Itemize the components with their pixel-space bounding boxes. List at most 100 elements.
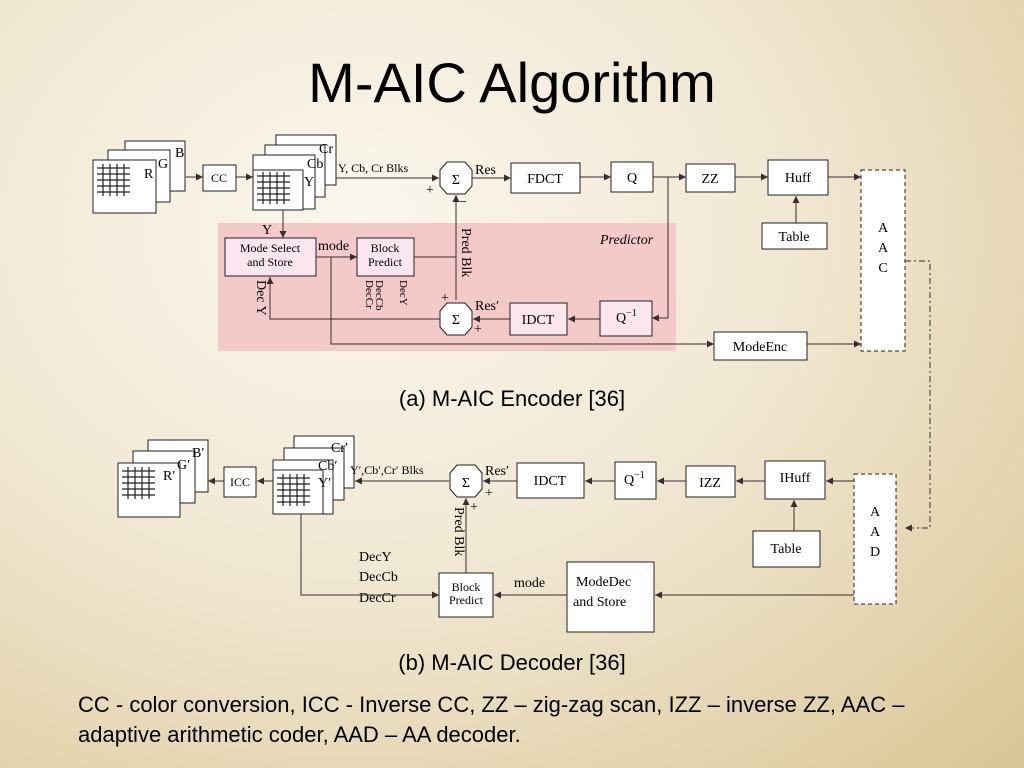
idct-label-enc: IDCT: [522, 313, 555, 328]
ycc-cb-label: Cb: [307, 157, 323, 172]
aad-letter-1: A: [870, 505, 881, 520]
input-g-label: G: [158, 157, 168, 172]
ycc-y-prime-label: Y′: [318, 476, 331, 491]
plus-sign-lower-top: +: [441, 291, 449, 306]
block-predict-line2-dec: Predict: [449, 593, 484, 607]
res-prime-label-enc: Res′: [475, 299, 499, 314]
encoder-caption: (a) M-AIC Encoder [36]: [398, 386, 626, 411]
slide-title: M-AIC Algorithm: [308, 51, 716, 114]
ycbcr-output-stack: [272, 435, 355, 515]
res-prime-label-dec: Res′: [485, 464, 509, 479]
dec-cr-label-enc: DecCr: [363, 280, 375, 309]
dec-cb-label-dec: DecCb: [359, 570, 398, 585]
aac-letter-1: A: [878, 221, 889, 236]
dec-cb-label-enc: DecCb: [373, 280, 385, 311]
q-label: Q: [627, 171, 637, 186]
huff-box: [767, 159, 829, 196]
pred-blk-label-enc: Pred Blk: [458, 228, 473, 277]
plus-sign-dec-bottom: +: [470, 500, 478, 515]
mode-select-box: [224, 237, 317, 277]
table-box-dec: [752, 530, 821, 568]
dec-y2-label-enc: DecY: [397, 280, 409, 306]
aac-box: [860, 169, 906, 352]
mode-dec-line2: and Store: [573, 595, 626, 610]
mode-label-enc: mode: [318, 239, 349, 254]
idct-box-dec: [516, 462, 585, 499]
idct-label-dec: IDCT: [534, 474, 567, 489]
aac-letter-3: C: [878, 261, 887, 276]
encoder-diagram: Predictor R G B CC: [92, 134, 931, 532]
block-predict-box-dec: [438, 572, 494, 618]
table-label-enc: Table: [779, 230, 810, 245]
sum-symbol: Σ: [452, 173, 460, 188]
block-predict-line1-dec: Block: [452, 580, 481, 594]
output-r-label: R′: [163, 469, 175, 484]
mode-enc-box: [713, 331, 808, 361]
icc-box: [223, 466, 257, 498]
block-predict-line2-enc: Predict: [368, 255, 403, 269]
blocks-label: Y, Cb, Cr Blks: [338, 161, 408, 175]
table-label-dec: Table: [771, 542, 802, 557]
bitstream-link: [905, 260, 931, 532]
ycc-y-label: Y: [304, 175, 314, 190]
rgb-input-stack: [92, 140, 186, 214]
fdct-label: FDCT: [527, 172, 563, 187]
qinv-box-dec: [614, 461, 657, 500]
dec-y-label-enc: Dec Y: [253, 280, 268, 316]
icc-label: ICC: [230, 475, 250, 489]
q-box: [610, 161, 654, 193]
blocks-label-dec: Y′,Cb′,Cr′ Blks: [350, 463, 424, 477]
ycc-cr-prime-label: Cr′: [331, 441, 348, 456]
abbreviation-footnote: CC - color conversion, ICC - Inverse CC,…: [78, 692, 905, 747]
table-box-enc: [761, 222, 828, 250]
zz-box: [685, 163, 736, 193]
plus-sign-dec-right: +: [485, 486, 493, 501]
decoder-diagram: R′ G′ B′ ICC Y′ Cb′ Cr′ Y′,Cb′,Cr′ Blks: [117, 435, 897, 633]
rgb-output-stack: [117, 439, 209, 518]
izz-label: IZZ: [699, 476, 721, 491]
input-b-label: B: [175, 146, 184, 161]
qinv-label-dec: Q−1: [624, 470, 645, 488]
y-down-label: Y: [262, 223, 272, 238]
fdct-box: [510, 162, 581, 194]
aad-letter-2: A: [870, 525, 881, 540]
block-predict-line1-enc: Block: [371, 241, 400, 255]
predictor-label: Predictor: [599, 233, 654, 248]
qinv-label-enc: Q−1: [616, 308, 637, 326]
mode-enc-label: ModeEnc: [733, 340, 787, 355]
ycbcr-stack: [252, 134, 337, 211]
block-predict-box-enc: [356, 237, 415, 277]
aad-box: [853, 473, 897, 605]
mode-label-dec: mode: [514, 576, 545, 591]
pred-blk-label-dec: Pred Blk: [451, 507, 466, 556]
sum-node-decoder: [449, 464, 483, 498]
output-b-label: B′: [192, 446, 204, 461]
ycc-cb-prime-label: Cb′: [318, 459, 337, 474]
ihuff-box: [764, 460, 826, 500]
huff-label: Huff: [785, 171, 812, 186]
dec-y-label-dec: DecY: [359, 550, 392, 565]
sum-symbol-lower: Σ: [452, 313, 460, 328]
plus-sign: +: [426, 183, 434, 198]
idct-box-enc: [509, 302, 568, 336]
res-label: Res: [475, 163, 496, 178]
ycc-cr-label: Cr: [319, 142, 333, 157]
mode-dec-box: [566, 561, 655, 633]
mode-select-line2: and Store: [247, 255, 293, 269]
izz-box: [685, 465, 736, 498]
cc-box: [202, 164, 237, 192]
cc-label: CC: [211, 171, 227, 185]
input-r-label: R: [144, 167, 154, 182]
minus-sign: −: [459, 195, 467, 210]
decoder-caption: (b) M-AIC Decoder [36]: [398, 650, 626, 675]
dec-cr-label-dec: DecCr: [359, 591, 396, 606]
zz-label: ZZ: [701, 172, 718, 187]
mode-dec-line1: ModeDec: [576, 575, 631, 590]
sum-node-reconstruct: [439, 302, 473, 336]
output-g-label: G′: [177, 458, 190, 473]
mode-select-line1: Mode Select: [240, 241, 301, 255]
aad-letter-3: D: [870, 545, 880, 560]
sum-node-residual: [439, 161, 473, 195]
ihuff-label: IHuff: [780, 471, 811, 486]
